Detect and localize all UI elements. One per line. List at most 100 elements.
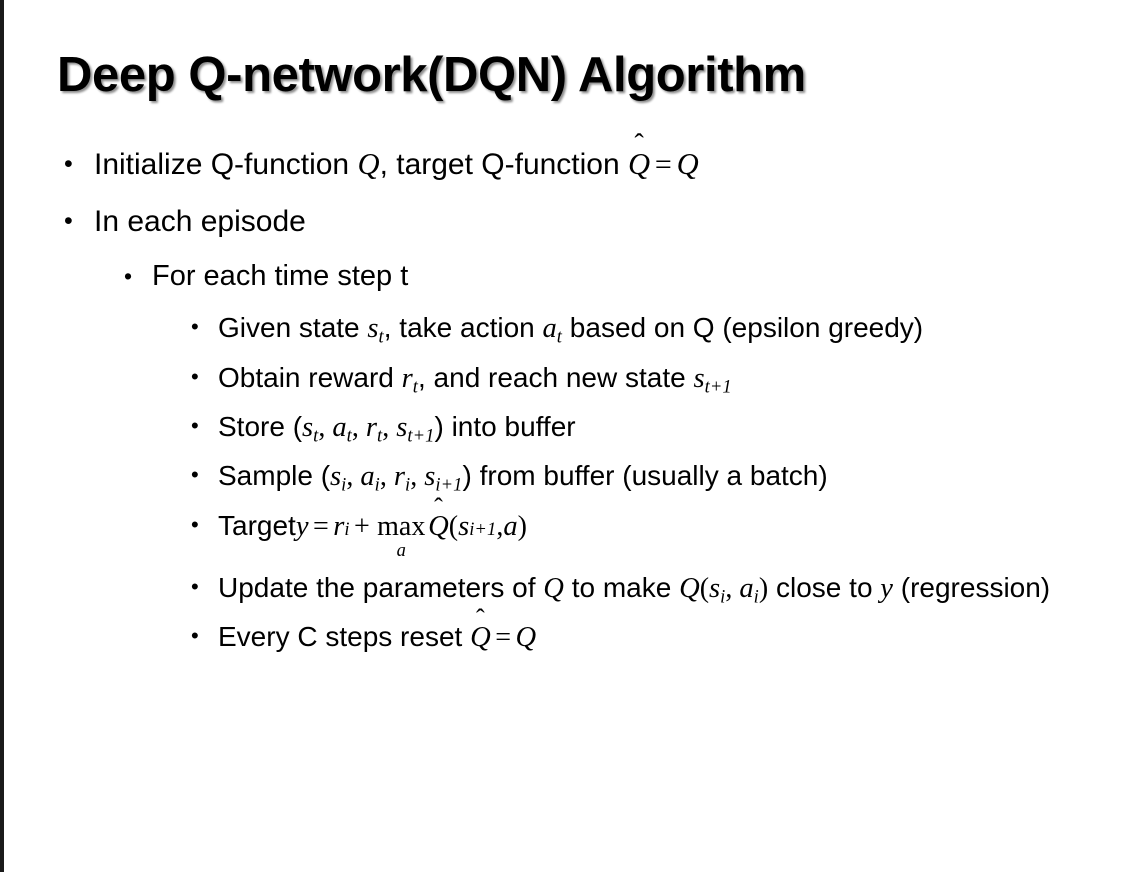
bullet-text-store-buffer: Store (st, at, rt, st+1) into buffer xyxy=(218,408,1104,448)
math-var-q-applied: Q xyxy=(679,572,700,604)
math-var-q-target: Q xyxy=(676,147,699,181)
math-sub-i: i xyxy=(720,586,726,607)
bullet-glyph: • xyxy=(191,314,199,340)
math-var-q: Q xyxy=(515,622,537,654)
math-paren-close: ) xyxy=(517,510,527,542)
math-var-q: Q xyxy=(543,572,564,604)
bullet-glyph: • xyxy=(64,206,73,235)
text-obtain-pre: Obtain reward xyxy=(218,361,402,393)
math-var-a: a xyxy=(360,461,375,493)
math-equals: = xyxy=(312,510,329,542)
text-store-post: ) into buffer xyxy=(434,411,576,443)
math-sub-t: t xyxy=(313,425,319,446)
bullet-glyph: • xyxy=(191,413,199,439)
bullet-text-target: Target y=ri+maxâQ(si+1, a) xyxy=(218,507,1104,560)
math-var-s: s xyxy=(693,362,705,394)
math-var-a: a xyxy=(739,572,754,604)
math-q-hat: ̂Q xyxy=(470,619,491,657)
bullet-item-store-buffer: • Store (st, at, rt, st+1) into buffer xyxy=(0,408,1124,448)
math-sub-t: t xyxy=(346,425,352,446)
math-var-r: r xyxy=(333,510,345,542)
math-sub-t-plus-1: t+1 xyxy=(407,425,435,446)
math-comma: , xyxy=(410,461,425,493)
math-comma: , xyxy=(346,461,361,493)
bullet-item-sample-buffer: • Sample (si, ai, ri, si+1) from buffer … xyxy=(0,457,1124,497)
bullet-text-initialize: Initialize Q-function Q, target Q-functi… xyxy=(94,145,1124,185)
math-var-s: s xyxy=(709,572,721,604)
math-q-hat: ̂Q xyxy=(428,508,449,546)
math-q-base: Q xyxy=(628,147,651,181)
bullet-glyph: • xyxy=(191,511,199,537)
bullet-text-obtain-reward: Obtain reward rt, and reach new state st… xyxy=(218,359,1104,399)
text-target-pre: Target xyxy=(218,509,296,541)
math-var-s-next: s xyxy=(424,461,436,493)
math-paren-close: ) xyxy=(758,572,769,604)
math-equals: = xyxy=(495,622,511,654)
bullet-text-reset-target: Every C steps reset ̂Q=Q xyxy=(218,618,1104,657)
text-given-post: based on Q (epsilon greedy) xyxy=(562,312,924,344)
slide-body-content: • Initialize Q-function Q, target Q-func… xyxy=(0,145,1124,666)
math-sub-t: t xyxy=(556,326,563,347)
math-var-a: a xyxy=(503,510,518,542)
text-sample-pre: Sample ( xyxy=(218,460,331,492)
math-var-y: y xyxy=(295,510,309,542)
math-equals: = xyxy=(654,148,672,181)
math-var-a: a xyxy=(542,313,557,345)
math-q-hat: ̂Q xyxy=(628,145,650,185)
math-var-r: r xyxy=(393,461,406,493)
math-var-q: Q xyxy=(357,147,380,181)
text-reset-pre: Every C steps reset xyxy=(218,621,471,653)
math-q-base: Q xyxy=(428,510,449,542)
math-q-base: Q xyxy=(470,622,491,654)
text-given-pre: Given state xyxy=(218,312,368,344)
math-plus: + xyxy=(354,510,370,542)
math-var-a: a xyxy=(332,412,347,444)
text-store-pre: Store ( xyxy=(218,411,303,443)
bullet-glyph: • xyxy=(191,623,199,649)
math-sub-i: i xyxy=(374,474,380,495)
math-sub-i: i xyxy=(341,474,347,495)
math-max-underscript: a xyxy=(396,540,406,561)
bullet-text-update-parameters: Update the parameters of Q to make Q(si,… xyxy=(218,569,1104,609)
text-initialize-mid: , target Q-function xyxy=(379,148,629,181)
math-var-s-next: s xyxy=(396,412,408,444)
bullet-glyph: • xyxy=(191,363,199,389)
bullet-text-sample-buffer: Sample (si, ai, ri, si+1) from buffer (u… xyxy=(218,457,1104,497)
math-comma: , xyxy=(496,510,504,542)
math-sub-i-plus-1: i+1 xyxy=(435,474,463,495)
bullet-text-each-time-step: For each time step t xyxy=(152,259,409,292)
math-comma: , xyxy=(725,572,740,604)
bullet-item-target: • Target y=ri+maxâQ(si+1, a) xyxy=(0,507,1124,560)
math-sub-i: i xyxy=(344,518,350,539)
math-sub-i: i xyxy=(405,474,411,495)
math-paren-open: ( xyxy=(448,510,459,542)
bullet-item-reset-target: • Every C steps reset ̂Q=Q xyxy=(0,618,1124,657)
bullet-item-each-time-step: • For each time step t xyxy=(0,258,1124,296)
bullet-item-update-parameters: • Update the parameters of Q to make Q(s… xyxy=(0,569,1124,609)
math-sub-i: i xyxy=(753,586,759,607)
math-comma: , xyxy=(318,412,333,444)
math-paren-open: ( xyxy=(699,572,710,604)
math-var-s: s xyxy=(302,412,314,444)
bullet-glyph: • xyxy=(64,150,73,178)
bullet-glyph: • xyxy=(191,462,199,488)
bullet-text-given-state: Given state st, take action at based on … xyxy=(218,309,1104,349)
math-comma: , xyxy=(379,461,394,493)
text-update-mid: to make xyxy=(563,571,680,603)
bullet-glyph: • xyxy=(124,262,133,289)
text-given-mid: , take action xyxy=(383,312,543,344)
math-var-s-next: s xyxy=(458,510,470,542)
text-obtain-mid: , and reach new state xyxy=(417,361,694,393)
math-comma: , xyxy=(382,412,397,444)
math-var-r: r xyxy=(401,362,413,394)
bullet-item-given-state: • Given state st, take action at based o… xyxy=(0,309,1124,349)
slide-title: Deep Q-network(DQN) Algorithm xyxy=(57,48,806,102)
math-var-s: s xyxy=(330,461,342,493)
math-max-label: max xyxy=(377,510,426,542)
math-var-s: s xyxy=(367,313,379,345)
math-comma: , xyxy=(351,412,366,444)
math-sub-t-plus-1: t+1 xyxy=(705,376,732,396)
math-sub-text: t+1 xyxy=(704,376,732,397)
